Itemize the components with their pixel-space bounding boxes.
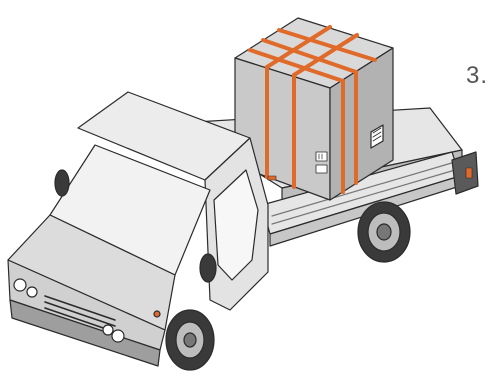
front-wheel xyxy=(166,310,214,370)
cab xyxy=(8,92,268,366)
step-number: 3. xyxy=(466,62,488,90)
tail-light xyxy=(452,152,478,194)
rear-wheel xyxy=(358,202,410,262)
